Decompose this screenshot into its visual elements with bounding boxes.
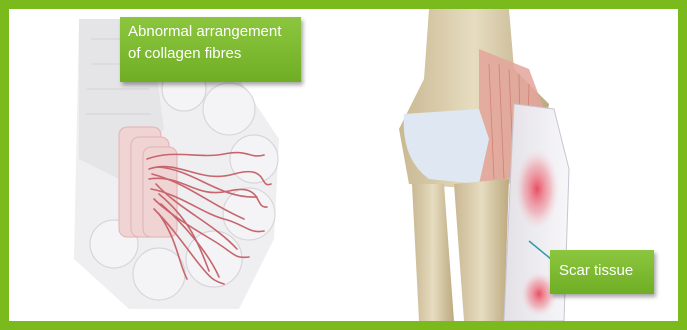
collagen-label-line1: Abnormal arrangement (128, 21, 301, 43)
elbow-joint-illustration (399, 9, 569, 321)
collagen-annotation-label: Abnormal arrangement of collagen fibres (120, 17, 301, 82)
collagen-label-line2: of collagen fibres (128, 43, 301, 65)
scar-tissue-annotation-label: Scar tissue (550, 250, 654, 294)
